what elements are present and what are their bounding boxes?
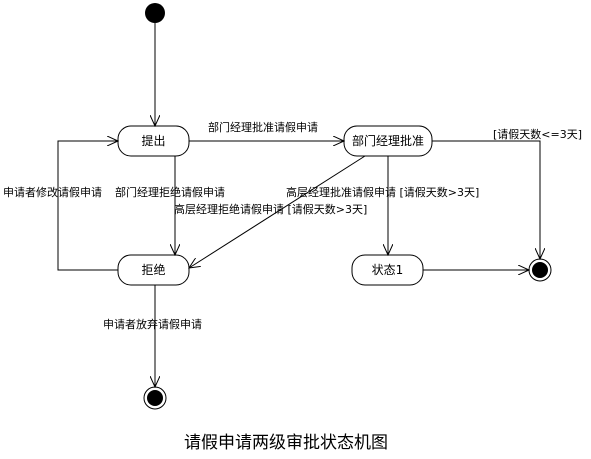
label-applicant-abandon: 申请者放弃请假申请 bbox=[103, 317, 202, 331]
label-days-le-3: [请假天数<=3天] bbox=[493, 127, 582, 141]
state-state1-label: 状态1 bbox=[372, 263, 404, 277]
label-dept-approve-request: 部门经理批准请假申请 bbox=[208, 120, 318, 134]
final-node-bottom bbox=[143, 386, 167, 410]
label-senior-reject: 高层经理拒绝请假申请 [请假天数>3天] bbox=[174, 202, 367, 216]
state-reject: 拒绝 bbox=[117, 254, 190, 286]
state-state1: 状态1 bbox=[351, 254, 424, 286]
final-node-right bbox=[528, 258, 552, 282]
transition-reject-to-submit bbox=[57, 141, 118, 271]
transition-dept-approve-to-reject bbox=[189, 155, 366, 268]
initial-node bbox=[145, 3, 165, 23]
diagram-caption: 请假申请两级审批状态机图 bbox=[184, 433, 388, 453]
state-dept-approve: 部门经理批准 bbox=[343, 125, 433, 157]
label-senior-approve: 高层经理批准请假申请 [请假天数>3天] bbox=[286, 185, 479, 199]
state-submit: 提出 bbox=[117, 125, 190, 157]
state-dept-approve-label: 部门经理批准 bbox=[352, 133, 424, 148]
label-applicant-modify: 申请者修改请假申请 bbox=[3, 185, 102, 199]
transition-dept-approve-to-final bbox=[432, 140, 540, 259]
state-submit-label: 提出 bbox=[141, 133, 165, 148]
label-dept-reject: 部门经理拒绝请假申请 bbox=[115, 185, 225, 199]
state-reject-label: 拒绝 bbox=[141, 262, 165, 277]
